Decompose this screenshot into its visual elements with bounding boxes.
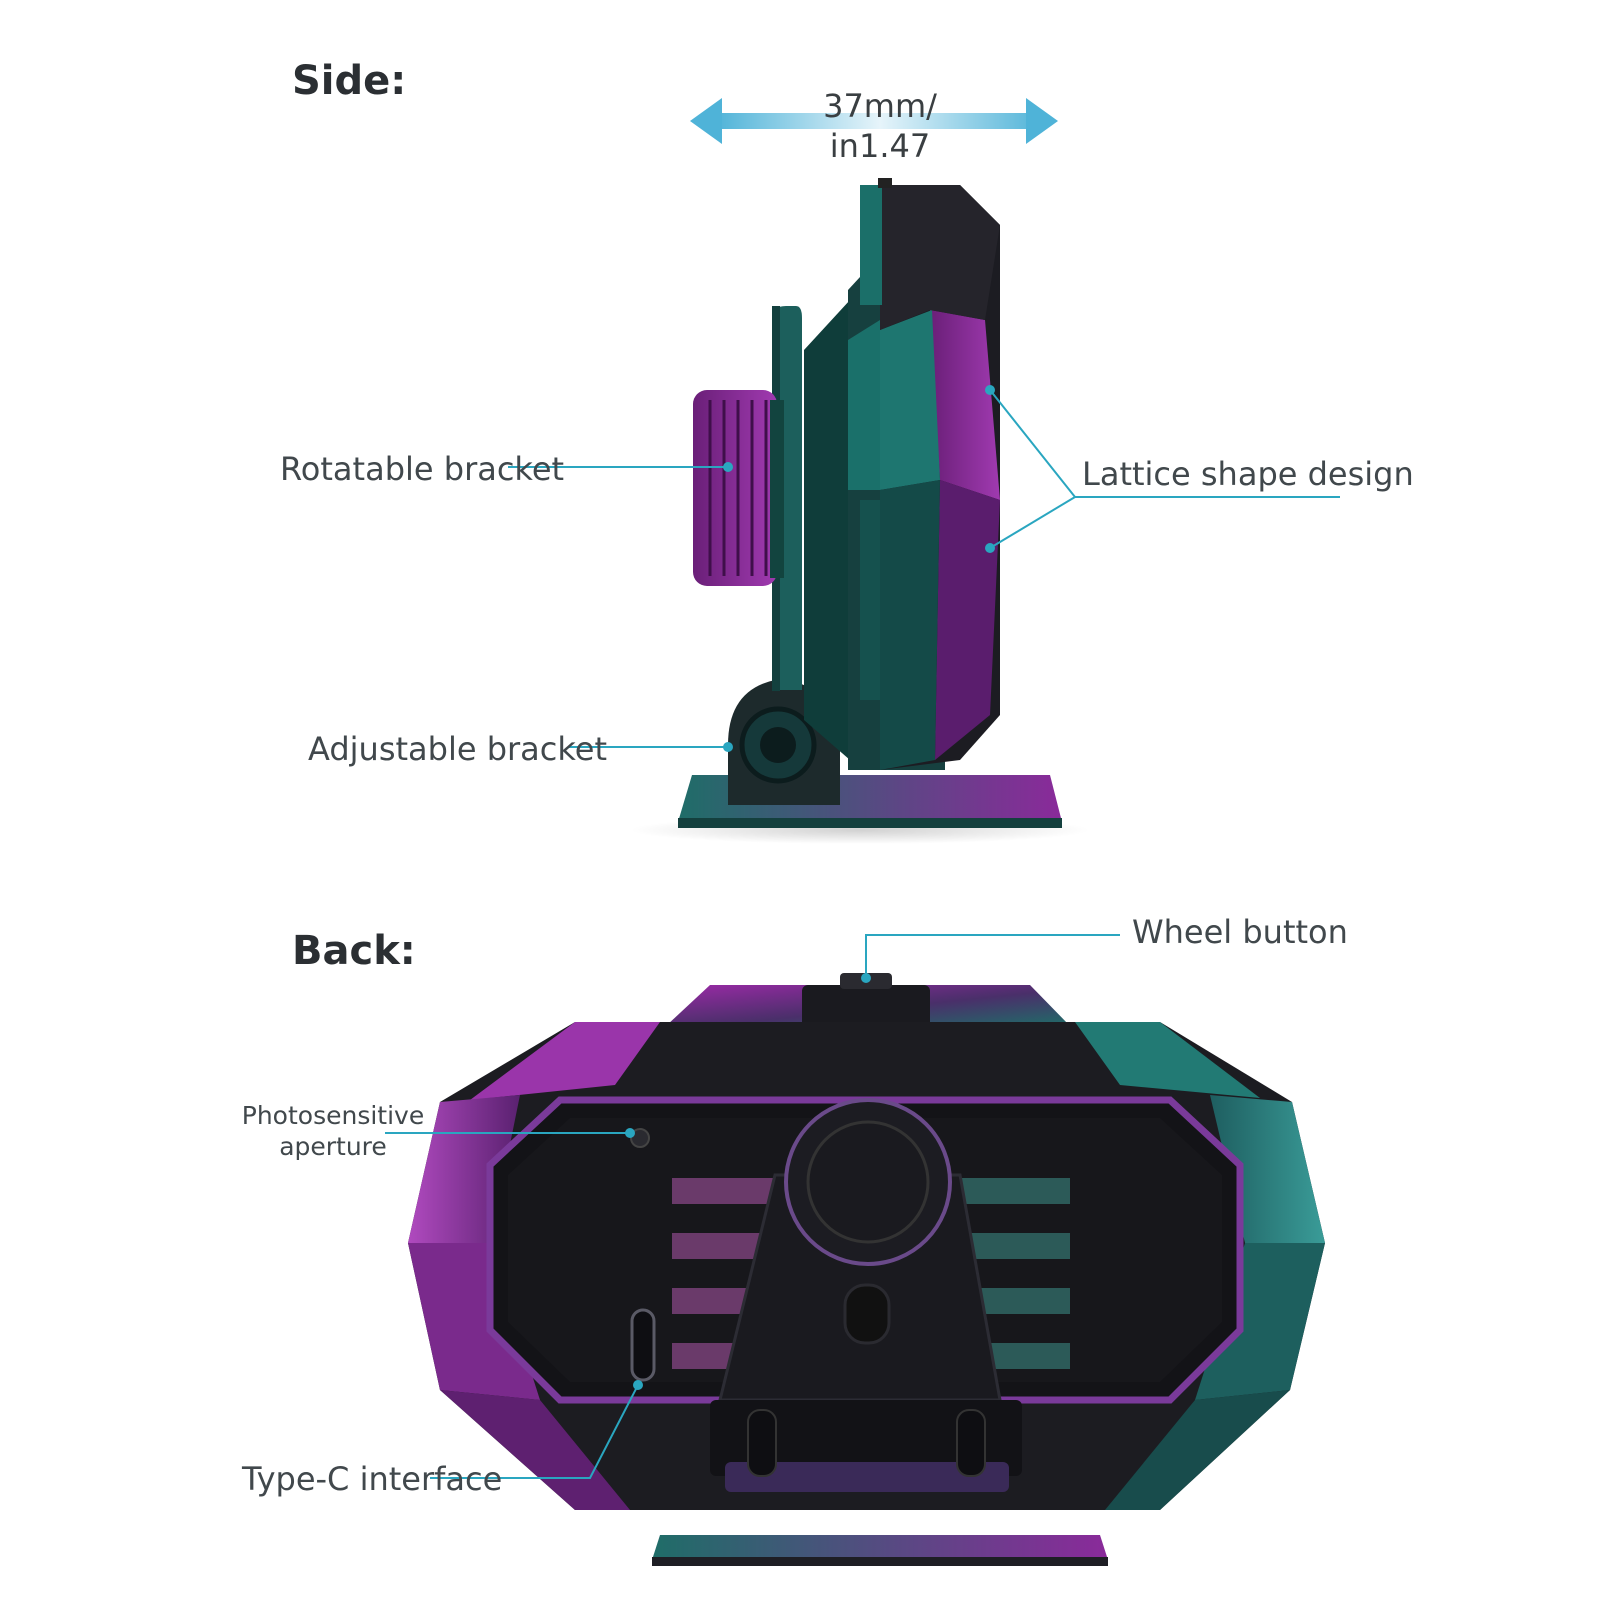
back-view-device: [408, 973, 1325, 1566]
dimension-line2: in1.47: [829, 127, 931, 165]
callout-rotatable-bracket: Rotatable bracket: [280, 450, 565, 488]
callout-photosensitive-aperture: Photosensitive aperture: [238, 1100, 428, 1162]
photosensitive-line2: aperture: [279, 1132, 387, 1161]
side-callout-lines: [508, 389, 1340, 748]
back-callout-dots: [625, 973, 871, 1390]
photosensitive-line1: Photosensitive: [241, 1101, 425, 1130]
side-view-device: [630, 178, 1090, 844]
back-callout-lines: [385, 934, 1120, 1479]
back-heading: Back:: [292, 928, 416, 974]
callout-adjustable-bracket: Adjustable bracket: [308, 730, 607, 768]
dimension-arrow: [690, 98, 1058, 144]
side-callout-dots: [723, 385, 995, 752]
dimension-line1: 37mm/: [823, 87, 937, 125]
callout-lattice-shape-design: Lattice shape design: [1082, 455, 1414, 493]
side-heading: Side:: [292, 58, 407, 104]
callout-wheel-button: Wheel button: [1132, 913, 1348, 951]
dimension-label: 37mm/ in1.47: [790, 86, 970, 166]
callout-type-c-interface: Type-C interface: [242, 1460, 503, 1498]
